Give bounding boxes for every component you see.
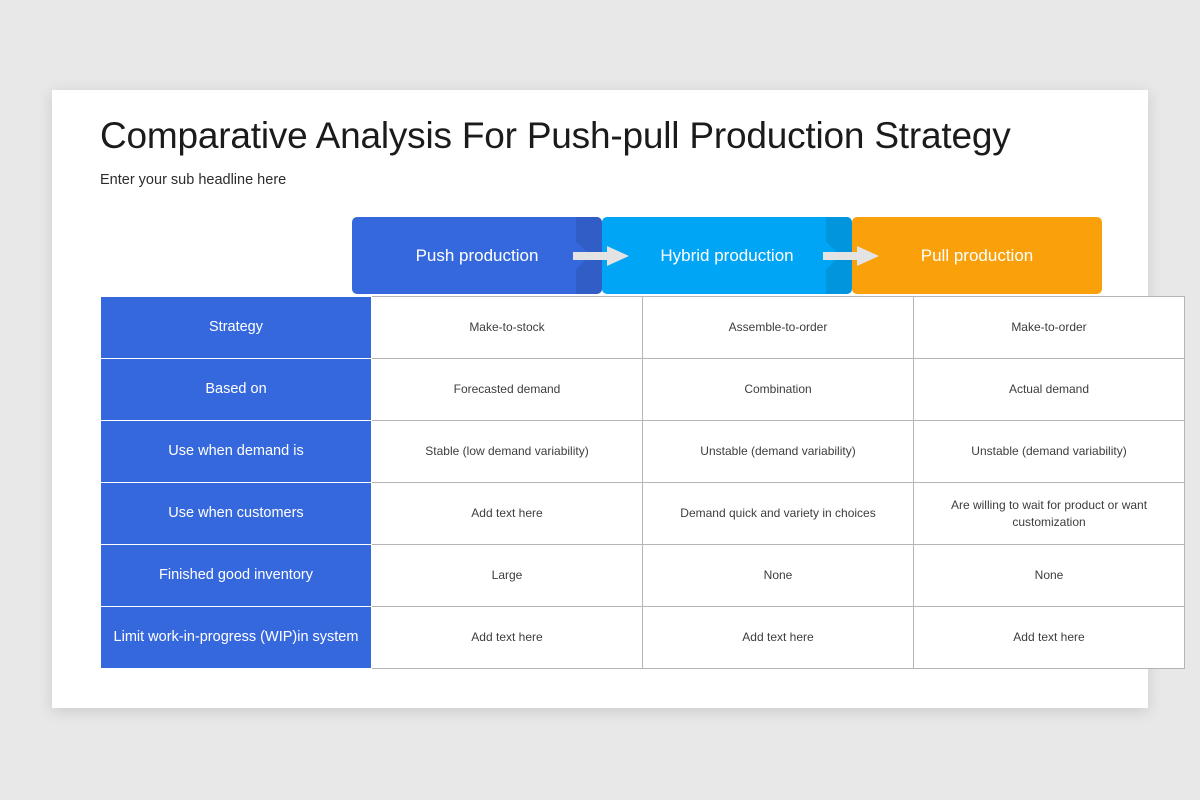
table-row: Strategy Make-to-stock Assemble-to-order… xyxy=(100,296,1185,359)
cell-limit-wip-push[interactable]: Add text here xyxy=(371,606,643,669)
table-body: Strategy Make-to-stock Assemble-to-order… xyxy=(100,296,1185,669)
column-header-pull-label: Pull production xyxy=(920,245,1034,265)
column-header-push[interactable]: Push production xyxy=(352,217,602,294)
cell-strategy-pull[interactable]: Make-to-order xyxy=(913,296,1185,359)
column-header-band: Push production Hybrid production Pull p… xyxy=(352,217,1102,294)
table-row: Use when customers Add text here Demand … xyxy=(100,482,1185,545)
row-header-limit-wip: Limit work-in-progress (WIP)in system xyxy=(100,606,372,669)
column-header-hybrid[interactable]: Hybrid production xyxy=(602,217,852,294)
cell-use-when-demand-is-push[interactable]: Stable (low demand variability) xyxy=(371,420,643,483)
comparison-table: Strategy Make-to-stock Assemble-to-order… xyxy=(100,296,1185,669)
cell-use-when-customers-push[interactable]: Add text here xyxy=(371,482,643,545)
cell-finished-good-inventory-push[interactable]: Large xyxy=(371,544,643,607)
cell-based-on-pull[interactable]: Actual demand xyxy=(913,358,1185,421)
cell-finished-good-inventory-hybrid[interactable]: None xyxy=(642,544,914,607)
table-row: Finished good inventory Large None None xyxy=(100,544,1185,607)
row-header-use-when-customers: Use when customers xyxy=(100,482,372,545)
cell-use-when-demand-is-hybrid[interactable]: Unstable (demand variability) xyxy=(642,420,914,483)
cell-strategy-hybrid[interactable]: Assemble-to-order xyxy=(642,296,914,359)
cell-use-when-customers-hybrid[interactable]: Demand quick and variety in choices xyxy=(642,482,914,545)
table-row: Limit work-in-progress (WIP)in system Ad… xyxy=(100,606,1185,669)
cell-finished-good-inventory-pull[interactable]: None xyxy=(913,544,1185,607)
row-header-finished-good-inventory: Finished good inventory xyxy=(100,544,372,607)
cell-use-when-demand-is-pull[interactable]: Unstable (demand variability) xyxy=(913,420,1185,483)
arrow-notch-shadow-icon xyxy=(576,217,602,294)
page-subtitle: Enter your sub headline here xyxy=(100,172,287,188)
cell-use-when-customers-pull[interactable]: Are willing to wait for product or want … xyxy=(913,482,1185,545)
row-header-use-when-demand-is: Use when demand is xyxy=(100,420,372,483)
table-row: Based on Forecasted demand Combination A… xyxy=(100,358,1185,421)
cell-limit-wip-hybrid[interactable]: Add text here xyxy=(642,606,914,669)
slide-canvas: Comparative Analysis For Push-pull Produ… xyxy=(52,90,1185,708)
cell-based-on-push[interactable]: Forecasted demand xyxy=(371,358,643,421)
arrow-notch-shadow-icon xyxy=(826,217,852,294)
row-header-strategy: Strategy xyxy=(100,296,372,359)
column-header-hybrid-label: Hybrid production xyxy=(660,245,794,265)
page-title: Comparative Analysis For Push-pull Produ… xyxy=(100,115,1011,156)
table-row: Use when demand is Stable (low demand va… xyxy=(100,420,1185,483)
column-header-push-label: Push production xyxy=(415,245,539,265)
row-header-based-on: Based on xyxy=(100,358,372,421)
cell-limit-wip-pull[interactable]: Add text here xyxy=(913,606,1185,669)
cell-based-on-hybrid[interactable]: Combination xyxy=(642,358,914,421)
column-header-pull[interactable]: Pull production xyxy=(852,217,1102,294)
cell-strategy-push[interactable]: Make-to-stock xyxy=(371,296,643,359)
